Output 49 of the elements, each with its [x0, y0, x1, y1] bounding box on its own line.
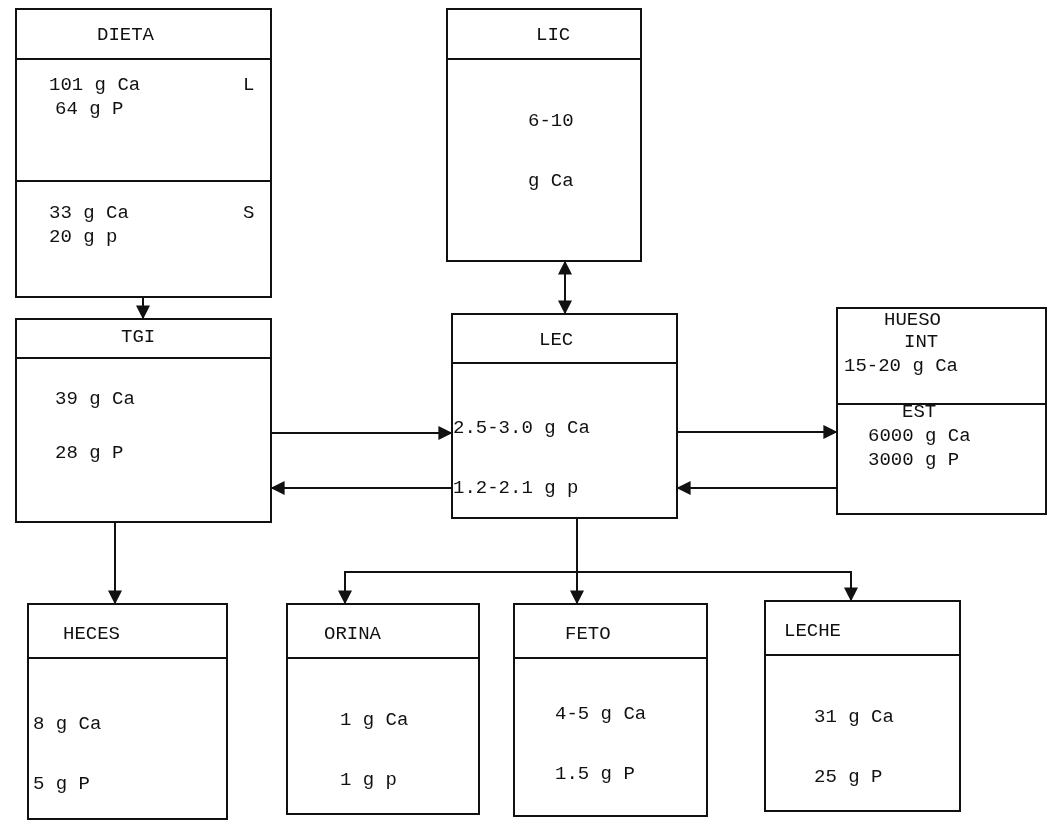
table-box: [15, 8, 272, 298]
value-text: 28 g P: [55, 442, 124, 464]
value-text: 39 g Ca: [55, 388, 135, 410]
value-text: 31 g Ca: [814, 706, 894, 728]
box-heading: LECHE: [784, 620, 841, 642]
value-text: 4-5 g Ca: [555, 703, 647, 725]
box-heading: TGI: [121, 326, 156, 348]
value-text: 8 g Ca: [33, 713, 102, 735]
value-text: 6-10: [528, 110, 574, 132]
table-box: [836, 307, 1047, 515]
value-text: 25 g P: [814, 766, 883, 788]
value-text: 64 g P: [55, 98, 124, 120]
box-heading: LIC: [536, 24, 571, 46]
value-text: 6000 g Ca: [868, 425, 971, 447]
value-text: 33 g Ca: [49, 202, 129, 224]
value-text: 20 g p: [49, 226, 118, 248]
value-text: g Ca: [528, 170, 574, 192]
value-text: EST: [902, 401, 937, 423]
value-text: 15-20 g Ca: [844, 355, 959, 377]
value-text: S: [243, 202, 255, 224]
table-box: [286, 603, 480, 815]
value-text: INT: [904, 331, 939, 353]
table-box: [764, 600, 961, 812]
value-text: 1.2-2.1 g p: [453, 477, 579, 499]
value-text: 1 g p: [340, 769, 397, 791]
arrow: [558, 260, 572, 315]
box-heading: HECES: [63, 623, 120, 645]
table-box: [446, 8, 642, 262]
value-text: 101 g Ca: [49, 74, 141, 96]
value-text: 1.5 g P: [555, 763, 635, 785]
arrow: [677, 425, 838, 439]
value-text: 3000 g P: [868, 449, 960, 471]
box-heading: DIETA: [97, 24, 154, 46]
table-box: [451, 313, 678, 519]
arrow: [271, 426, 453, 440]
box-heading: HUESO: [884, 309, 941, 331]
table-box: [27, 603, 228, 820]
box-heading: ORINA: [324, 623, 381, 645]
value-text: 1 g Ca: [340, 709, 409, 731]
table-box: [15, 318, 272, 523]
value-text: L: [243, 74, 255, 96]
value-text: 2.5-3.0 g Ca: [453, 417, 590, 439]
arrow: [576, 518, 858, 602]
value-text: 5 g P: [33, 773, 90, 795]
arrow: [136, 297, 150, 320]
box-heading: FETO: [565, 623, 611, 645]
arrow: [108, 522, 122, 605]
table-box: [513, 603, 708, 817]
box-heading: LEC: [539, 329, 574, 351]
